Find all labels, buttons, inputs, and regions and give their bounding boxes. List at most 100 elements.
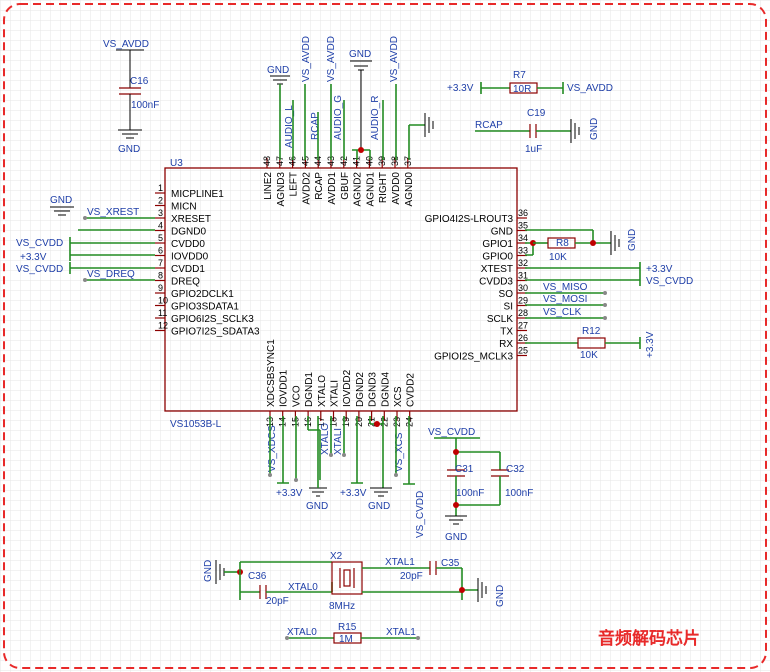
pin-number: 38 [390,156,400,166]
c19-block[interactable]: RCAP C19 1uF GND [475,108,600,155]
pin-name: AGND3 [276,172,287,207]
pin-name: AGND0 [404,172,415,207]
c16-decoupling[interactable]: VS_AVDD C16 100nF GND [103,39,159,155]
pin-number: 2 [158,196,163,206]
pin-number: 5 [158,233,163,243]
pin-number: 32 [518,258,528,268]
pin-name: GND [491,227,513,238]
pin-name: GBUF [340,172,351,200]
pin-number: 42 [339,156,349,166]
pin-number: 18 [329,417,339,427]
r7-value: 10R [513,84,531,95]
c31-c32-block[interactable]: VS_CVDD C31 C32 100nF 100nF GND [428,427,533,543]
pin-name: DGND2 [355,372,366,407]
pin-number: 31 [518,271,528,281]
c16-value: 100nF [131,100,159,111]
pin-name: GPIO7I2S_SDATA3 [171,327,260,338]
r8-ref: R8 [556,238,569,249]
c35-value: 20pF [400,571,423,582]
junction-agnd [358,147,364,153]
pin-name: AVDD0 [391,172,402,205]
c19-left-net: RCAP [475,120,503,131]
pin-number: 45 [300,156,310,166]
c31-value: 100nF [456,488,484,499]
pin-number: 11 [158,308,167,318]
pin-name: CVDD1 [171,264,205,275]
net-label-xtal1-r15: XTAL1 [386,627,416,638]
net-label-vs-clk: VS_CLK [543,307,582,318]
gnd-label-x2-left: GND [203,560,214,582]
pin-name: VCO [291,385,302,407]
pin-name: CVDD3 [479,277,513,288]
net-label-vs-mosi: VS_MOSI [543,294,587,305]
left-pin-group: 1MICPLINE12MICN3XRESET4DGND05CVDD06IOVDD… [155,183,260,338]
pin-number: 30 [518,283,528,293]
pin-number: 39 [377,156,387,166]
crystal-block[interactable]: GND C36 20pF XTAL0 X2 8MHz XTAL1 C35 20p… [203,551,506,612]
net-label-vs-xrest: VS_XREST [87,207,139,218]
net-label-33v-xtest: +3.3V [646,264,673,275]
net-label-xtal1: XTAL1 [385,557,415,568]
net-label-33v-bottom2: +3.3V [340,488,367,499]
chip-u3[interactable]: U3 VS1053B-L 1MICPLINE12MICN3XRESET4DGND… [155,156,528,430]
pin-name: SO [499,289,514,300]
x2-ref: X2 [330,551,343,562]
c36-value: 20pF [266,596,289,607]
chip-part-name: VS1053B-L [170,419,222,430]
r7-block[interactable]: +3.3V R7 10R VS_AVDD [447,70,613,95]
pin-number: 46 [288,156,298,166]
net-label-vs-dreq: VS_DREQ [87,269,135,280]
pin-name: IOVDD0 [171,252,209,263]
pin-number: 9 [158,283,163,293]
pin-name: XTALI [330,380,341,407]
pin-name: GPIO1 [482,239,513,250]
c16-ref: C16 [130,76,149,87]
net-label-xtali: XTALI [333,428,344,455]
pin-name: XRESET [171,214,211,225]
pin-name: LEFT [289,172,300,196]
r7-ref: R7 [513,70,526,81]
pin-name: XTALO [317,375,328,407]
pin-number: 7 [158,258,163,268]
pin-name: DGND1 [304,372,315,407]
pin-name: SI [504,302,513,313]
r15-block[interactable]: XTAL0 R15 1M XTAL1 [285,622,420,645]
net-label-vs-avdd-top3: VS_AVDD [389,36,400,82]
pin-name: XTEST [481,264,513,275]
r15-value: 1M [339,634,353,645]
gnd-label-c31: GND [445,532,467,543]
net-label-vs-cvdd-right: VS_CVDD [646,276,693,287]
c19-ref: C19 [527,108,546,119]
pin-name: SCLK [487,314,513,325]
pin-number: 47 [275,156,285,166]
pin-name: MICPLINE1 [171,189,224,200]
net-label-vs-cvdd-2: VS_CVDD [16,264,63,275]
pin-number: 12 [158,321,168,331]
gnd-label-top-mid: GND [349,49,371,60]
pin-number: 40 [364,156,374,166]
gnd-label-c16: GND [118,144,140,155]
gnd-label-pin47: GND [267,65,289,76]
gnd-label-x2-right: GND [495,585,506,607]
pin-number: 3 [158,208,163,218]
pin-name: TX [500,327,513,338]
pin-name: DREQ [171,277,200,288]
pin-name: DGND0 [171,227,206,238]
net-label-audio-g: AUDIO_G [333,95,344,140]
pin-name: LINE2 [263,172,274,200]
pin-number: 25 [518,346,528,356]
net-label-vs-avdd-top1: VS_AVDD [301,36,312,82]
net-label-xtal0: XTAL0 [288,582,318,593]
c36-ref: C36 [248,571,267,582]
pin-name: DGND3 [368,372,379,407]
pin-number: 34 [518,233,528,243]
pin-number: 8 [158,271,163,281]
net-label-vs-cvdd-1: VS_CVDD [16,238,63,249]
net-label-vs-xcs: VS_XCS [394,432,405,472]
pin-number: 43 [326,156,336,166]
pin-number: 48 [262,156,272,166]
x2-value: 8MHz [329,601,355,612]
net-label-33v-r12: +3.3V [645,331,656,358]
